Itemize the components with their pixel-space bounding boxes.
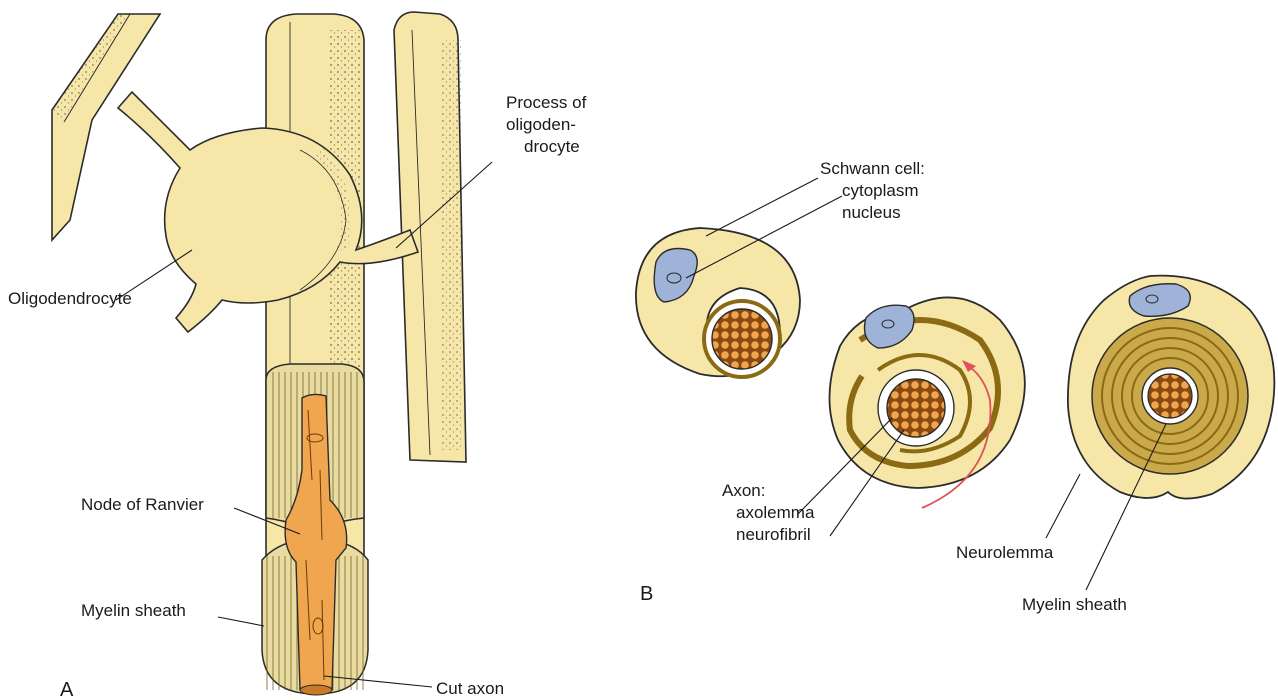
schwann-stage-2 xyxy=(829,297,1024,508)
label-schwann-line3: nucleus xyxy=(842,203,901,222)
oligodendrocyte-body xyxy=(118,92,418,332)
label-schwann-line2: cytoplasm xyxy=(842,181,919,200)
label-cut-axon: Cut axon xyxy=(436,679,504,698)
schwann-stage-1 xyxy=(636,228,800,377)
label-process-line2: oligoden- xyxy=(506,115,576,134)
label-neurolemma: Neurolemma xyxy=(956,543,1054,562)
label-process-line1: Process of xyxy=(506,93,587,112)
label-myelin-sheath-b: Myelin sheath xyxy=(1022,595,1127,614)
label-axon-line2: axolemma xyxy=(736,503,815,522)
label-process-line3: drocyte xyxy=(524,137,580,156)
label-axon-line3: neurofibril xyxy=(736,525,811,544)
panel-label-a: A xyxy=(60,679,74,700)
label-schwann-line1: Schwann cell: xyxy=(820,159,925,178)
label-oligodendrocyte: Oligodendrocyte xyxy=(8,289,132,308)
label-axon-line1: Axon: xyxy=(722,481,765,500)
panel-label-b: B xyxy=(640,583,653,605)
schwann-stage-3 xyxy=(1068,276,1274,499)
panel-a-drawing xyxy=(52,12,492,695)
label-node-of-ranvier: Node of Ranvier xyxy=(81,495,204,514)
label-myelin-sheath-a: Myelin sheath xyxy=(81,601,186,620)
